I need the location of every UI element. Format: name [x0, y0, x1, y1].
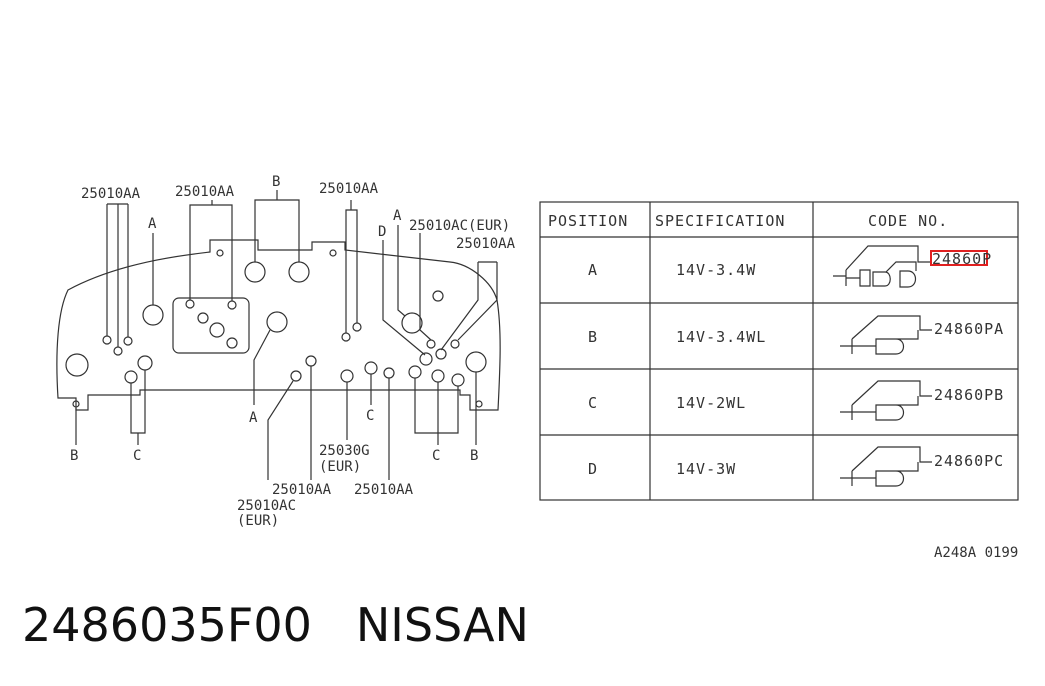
position-label: B	[70, 448, 78, 464]
leader-line	[440, 261, 498, 351]
socket	[123, 336, 133, 346]
table-header-code: CODE NO.	[868, 212, 948, 230]
socket	[197, 312, 209, 324]
part-label: 25030G	[319, 443, 370, 459]
leader-line	[419, 233, 432, 341]
leader-line	[189, 204, 233, 301]
leader-line	[267, 380, 294, 480]
part-label: 25010AA	[81, 186, 141, 202]
position-label: D	[378, 224, 386, 240]
socket	[431, 369, 445, 383]
socket	[451, 373, 465, 387]
socket	[340, 369, 354, 383]
position-label: A	[249, 410, 258, 426]
table-header-specification: SPECIFICATION	[655, 212, 785, 230]
bulb-icon	[840, 446, 932, 487]
bulb-icon	[833, 245, 930, 288]
cluster-housing-outline	[56, 239, 501, 411]
table-cell-code: 24860PA	[934, 320, 1004, 338]
part-label: 25010AC(EUR)	[409, 218, 510, 234]
code-highlight-box	[930, 250, 988, 266]
socket	[244, 261, 266, 283]
socket	[290, 370, 302, 382]
table-cell-spec: 14V-3.4W	[676, 261, 756, 279]
socket	[352, 322, 362, 332]
leader-line	[254, 199, 300, 262]
socket	[124, 370, 138, 384]
socket	[288, 261, 310, 283]
table-cell-spec: 14V-2WL	[676, 394, 746, 412]
socket	[401, 312, 423, 334]
part-number: 2486035F00	[22, 598, 312, 652]
leader-line	[397, 225, 406, 317]
part-label: 25010AA	[456, 236, 516, 252]
table-cell-position: C	[588, 394, 598, 412]
socket	[65, 353, 89, 377]
position-label: B	[470, 448, 478, 464]
part-label: 25010AA	[354, 482, 414, 498]
socket	[329, 249, 337, 257]
table-cell-position: D	[588, 460, 598, 478]
table-cell-code: 24860PB	[934, 386, 1004, 404]
table-cell-code: 24860P	[932, 250, 992, 268]
position-label: C	[366, 408, 374, 424]
leader-line	[130, 370, 146, 445]
bulb-icon	[840, 315, 932, 355]
socket	[383, 367, 395, 379]
socket	[216, 249, 224, 257]
socket	[142, 304, 164, 326]
warning-light-panel	[172, 297, 250, 354]
leader-line	[382, 240, 426, 356]
socket	[408, 365, 422, 379]
socket	[226, 337, 238, 349]
table-header-position: POSITION	[548, 212, 628, 230]
socket	[72, 400, 80, 408]
table-cell-position: A	[588, 261, 598, 279]
socket	[185, 299, 195, 309]
socket	[465, 351, 487, 373]
brand-name: NISSAN	[355, 598, 529, 652]
socket	[209, 322, 225, 338]
socket	[435, 348, 447, 360]
socket	[305, 355, 317, 367]
position-label: B	[272, 174, 280, 190]
table-cell-spec: 14V-3W	[676, 460, 736, 478]
leader-line	[106, 203, 129, 347]
socket	[475, 400, 483, 408]
table-cell-code: 24860PC	[934, 452, 1004, 470]
socket	[426, 339, 436, 349]
socket	[450, 339, 460, 349]
part-label: (EUR)	[237, 513, 279, 529]
part-label: 25010AA	[175, 184, 235, 200]
leader-line	[345, 200, 358, 333]
part-label: 25010AA	[272, 482, 332, 498]
part-label: 25010AC	[237, 498, 296, 514]
socket	[432, 290, 444, 302]
socket	[364, 361, 378, 375]
leader-line	[414, 378, 459, 445]
socket	[266, 311, 288, 333]
bulb-icon	[840, 380, 932, 421]
socket	[341, 332, 351, 342]
socket	[227, 300, 237, 310]
diagram-reference-code: A248A 0199	[934, 545, 1019, 561]
footer-title: 2486035F00 NISSAN	[22, 598, 573, 652]
position-label: C	[432, 448, 440, 464]
spec-table-border	[539, 201, 1019, 501]
table-cell-position: B	[588, 328, 598, 346]
leader-line	[253, 329, 271, 405]
position-label: A	[393, 208, 402, 224]
socket	[419, 352, 433, 366]
part-label: 25010AA	[319, 181, 379, 197]
position-label: C	[133, 448, 141, 464]
socket	[102, 335, 112, 345]
table-cell-spec: 14V-3.4WL	[676, 328, 766, 346]
socket	[137, 355, 153, 371]
position-label: A	[148, 216, 157, 232]
socket	[113, 346, 123, 356]
part-label: (EUR)	[319, 459, 361, 475]
